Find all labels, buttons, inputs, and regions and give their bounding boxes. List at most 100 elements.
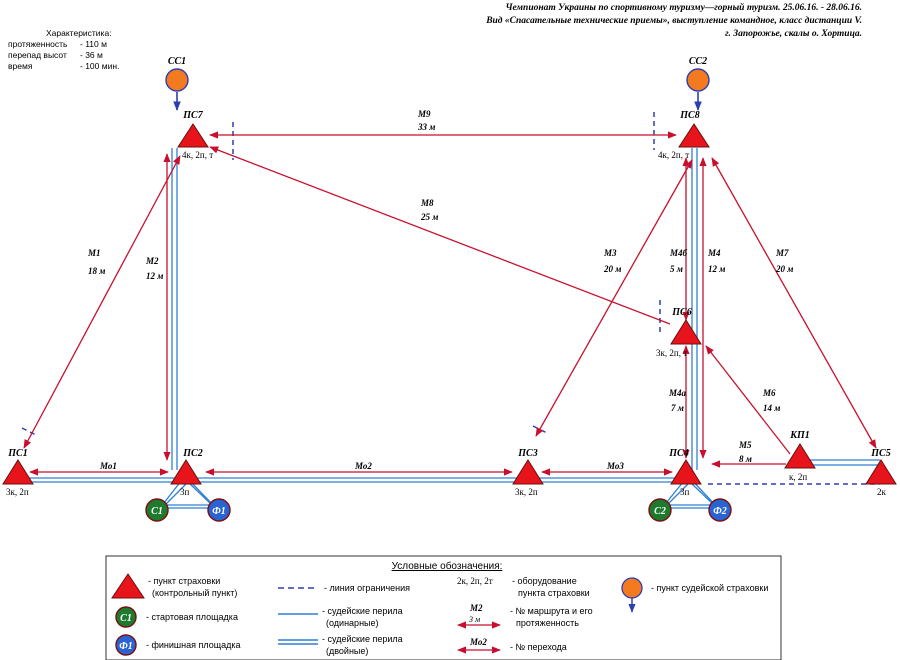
route-m7 [711, 157, 877, 449]
route-mo1-label: Мо1 [99, 461, 117, 471]
legend-double-rope-1: - судейские перила [322, 634, 403, 644]
stats-row: протяженность - 110 м [8, 39, 119, 50]
route-m4b-name: М4б [669, 248, 688, 258]
legend-finish-circle [115, 634, 137, 656]
equip-ps3: 3к, 2п [515, 487, 538, 497]
legend-single-rope-1: - судейские перила [322, 606, 403, 616]
rope-start-triangle-right [660, 475, 720, 509]
equip-ps8: 4к, 2п, т [658, 150, 689, 160]
route-m7-len: 20 м [775, 264, 793, 274]
triangle-ps7 [177, 123, 209, 148]
triangle-ps2 [170, 459, 202, 485]
stats-label: время [8, 61, 33, 71]
legend: Условные обозначения: - пункт страховки … [105, 555, 782, 660]
route-m3-name: М3 [603, 248, 617, 258]
route-m3 [535, 159, 693, 437]
label-ps1: ПС1 [7, 448, 27, 459]
triangle-ps5 [865, 459, 897, 485]
label-ps5: ПС5 [870, 448, 890, 459]
route-mo2-label: Мо2 [354, 461, 372, 471]
route-m4-name: М4 [707, 248, 721, 258]
finish-f2 [708, 498, 732, 522]
route-m9-len: 33 м [417, 122, 435, 132]
route-m2-name: М2 [145, 256, 159, 266]
rope-start-triangle-right-inner [665, 481, 716, 506]
route-m2-len: 12 м [146, 271, 163, 281]
route-m1-len: 18 м [88, 266, 105, 276]
rope-start-triangle-left [158, 475, 218, 509]
legend-equip-sample: 2к, 2п, 2т [457, 576, 493, 586]
stats-row: время - 100 мин. [8, 61, 119, 72]
legend-boundary: - линия ограничения [324, 583, 410, 593]
legend-start-area: - стартовая площадка [146, 612, 238, 622]
legend-equip-desc-1: - оборудование [512, 576, 577, 586]
label-kp1: КП1 [789, 430, 810, 441]
legend-judge-point: - пункт судейской страховки [651, 583, 768, 593]
label-ps2: ПС2 [182, 448, 202, 459]
boundary-ps1 [21, 427, 39, 437]
stats-label: протяженность [8, 39, 68, 49]
route-m9-name: М9 [417, 109, 431, 119]
route-m8-len: 25 м [420, 212, 438, 222]
equip-ps6: 3к, 2п, т [656, 348, 687, 358]
legend-route-sample-name: М2 [469, 603, 483, 613]
legend-route-desc-1: - № маршрута и его [510, 606, 593, 616]
label-ss1: СС1 [168, 56, 186, 67]
triangle-ps6 [670, 319, 702, 345]
label-c1: С1 [151, 506, 163, 517]
stats-block: Характеристика: протяженность - 110 м пе… [8, 28, 119, 72]
header-line2: Вид «Спасательные технические приемы», в… [486, 16, 862, 26]
legend-double-rope-2: (двойные) [326, 646, 368, 656]
label-ps7: ПС7 [182, 110, 203, 121]
triangle-ps1 [2, 459, 34, 485]
route-m1 [23, 155, 181, 449]
legend-single-rope-2: (одинарные) [326, 618, 379, 628]
route-m8 [209, 146, 671, 325]
stats-value: - 110 м [80, 39, 107, 49]
legend-title: Условные обозначения: [392, 560, 503, 572]
triangle-kp1 [784, 443, 816, 469]
label-c2: С2 [654, 506, 666, 517]
header: Чемпионат Украины по спортивному туризму… [486, 2, 862, 41]
start-c1 [145, 498, 169, 522]
stats-value: - 100 мин. [80, 61, 120, 71]
header-line3: г. Запорожье, скалы о. Хортица. [725, 29, 862, 39]
label-ps4: ПС4 [668, 448, 688, 459]
stats-value: - 36 м [80, 50, 103, 60]
route-m4a-len: 7 м [671, 403, 684, 413]
legend-belay-point-2: (контрольный пункт) [152, 588, 237, 598]
equip-ps2: 3п [180, 487, 190, 497]
route-m1-name: М1 [87, 248, 101, 258]
label-f2: Ф2 [713, 506, 727, 517]
stats-label: перепад высот [8, 50, 67, 60]
triangle-ps8 [678, 123, 710, 148]
judge-point-ss2 [686, 68, 710, 111]
legend-start-circle [115, 606, 137, 628]
equip-ps4: 3п [680, 487, 690, 497]
equip-ps5: 2к [877, 487, 887, 497]
route-m4-len: 12 м [708, 264, 725, 274]
route-m6 [705, 345, 791, 455]
route-m4a-name: М4а [668, 388, 687, 398]
route-m4b-len: 5 м [670, 264, 683, 274]
legend-frame [105, 555, 782, 660]
legend-transition-sample: Мо2 [469, 637, 487, 647]
legend-belay-point-1: - пункт страховки [148, 576, 220, 586]
stats-title: Характеристика: [46, 28, 112, 38]
stats-row: перепад высот - 36 м [8, 50, 119, 61]
route-m7-name: М7 [775, 248, 789, 258]
route-mo3-label: Мо3 [606, 461, 624, 471]
legend-judge-circle [621, 577, 643, 599]
equip-ps7: 4к, 2п, т [182, 150, 213, 160]
legend-finish-symbol: Ф1 [119, 641, 133, 652]
belay-triangles [2, 123, 897, 485]
label-ps3: ПС3 [517, 448, 537, 459]
legend-route-sample-len: 3 м [468, 615, 480, 624]
rope-start-triangle-left-inner [163, 481, 214, 506]
header-line1: Чемпионат Украины по спортивному туризму… [505, 3, 862, 13]
label-ps6: ПС6 [671, 307, 691, 318]
label-f1: Ф1 [212, 506, 226, 517]
judge-point-ss1 [165, 68, 189, 111]
finish-f1 [207, 498, 231, 522]
